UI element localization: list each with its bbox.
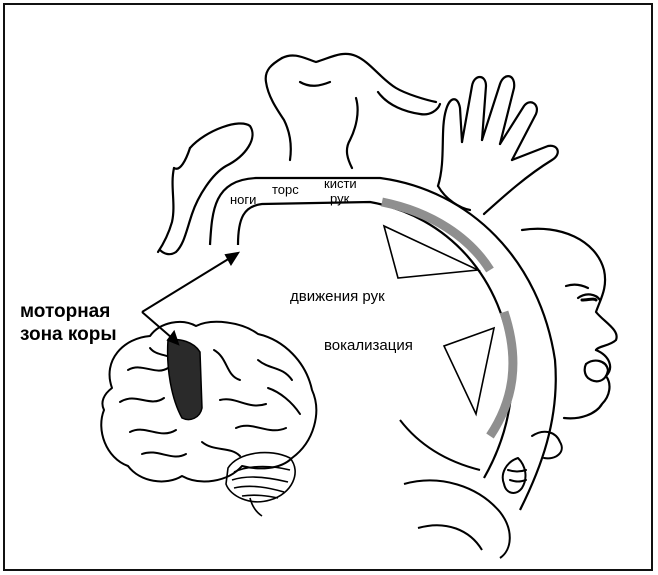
torso-illustration xyxy=(266,54,440,168)
vocalization-label: вокализация xyxy=(324,337,413,354)
cortex-bottom-curve xyxy=(404,480,510,558)
hand-movements-label: движения рук xyxy=(290,288,385,305)
cortex-inner-surface xyxy=(400,420,480,470)
motor-zone-label-line2: зона коры xyxy=(20,324,117,345)
brain-illustration xyxy=(101,322,316,482)
hands-label-line2: рук xyxy=(330,191,350,206)
motor-zone-label-line1: моторная xyxy=(20,301,110,322)
hands-label-line1: кисти xyxy=(324,176,357,191)
cortex-bottom-curve-2 xyxy=(418,525,482,550)
cerebellum-illustration xyxy=(226,453,295,516)
legs-label: ноги xyxy=(230,192,256,207)
motor-area-highlight xyxy=(168,340,202,420)
vocalization-pointer xyxy=(444,328,494,414)
face-illustration xyxy=(522,229,617,419)
torso-label: торс xyxy=(272,182,299,197)
hand-illustration xyxy=(438,76,558,214)
hand-representation-band xyxy=(382,202,490,270)
